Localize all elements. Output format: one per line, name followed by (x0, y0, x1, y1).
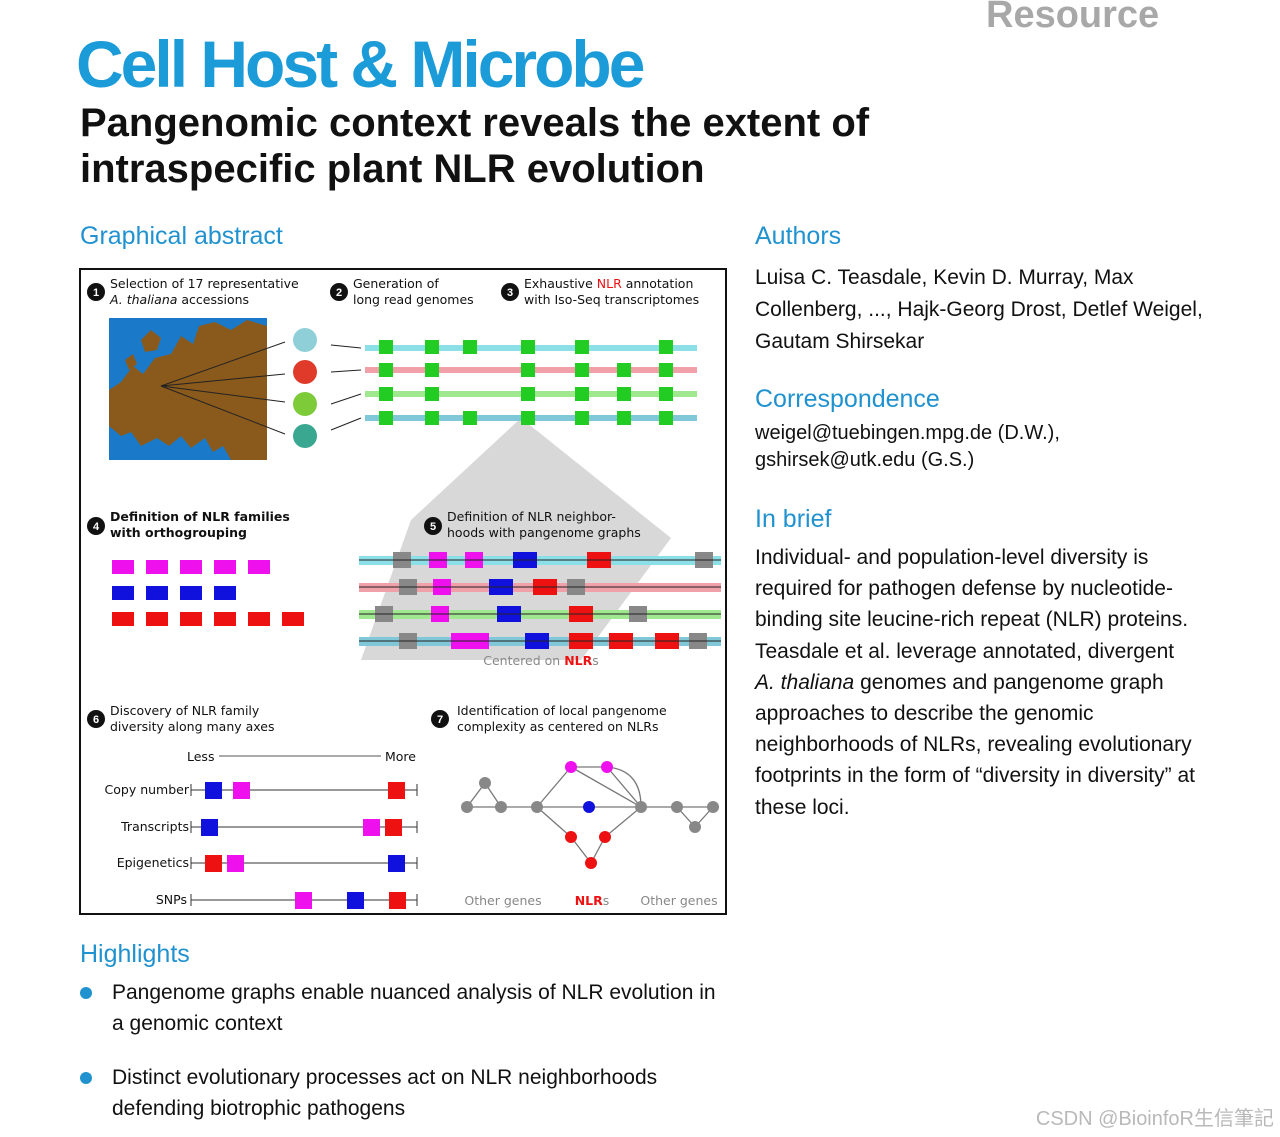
authors-heading: Authors (755, 222, 842, 250)
correspondence-emails: weigel@tuebingen.mpg.de (D.W.), gshirsek… (755, 420, 1215, 474)
step-number-circle (330, 283, 348, 301)
plant-icon-4 (293, 424, 317, 448)
axis-transcripts: Transcripts (120, 819, 189, 834)
highlights-heading: Highlights (80, 940, 190, 968)
zoom-funnel (361, 418, 671, 660)
article-type-label: Resource (986, 0, 1160, 36)
svg-text:Identification of local pangen: Identification of local pangenome (457, 703, 667, 718)
svg-text:Generation of: Generation of (353, 276, 439, 291)
svg-text:with orthogrouping: with orthogrouping (110, 525, 247, 540)
svg-text:diversity along many axes: diversity along many axes (110, 719, 275, 734)
axis-epigenetics: Epigenetics (117, 855, 189, 870)
svg-text:A. thaliana accessions: A. thaliana accessions (109, 292, 249, 307)
correspondence-email-2[interactable]: gshirsek@utk.edu (G.S.) (755, 449, 975, 471)
svg-text:long read genomes: long read genomes (353, 292, 474, 307)
step-7-label: 7 Identification of local pangenome comp… (431, 703, 667, 734)
plant-icon-1 (293, 328, 317, 352)
journal-name: Cell Host & Microbe (76, 27, 645, 101)
plant-icon-3 (293, 392, 317, 416)
europe-map (109, 318, 286, 460)
svg-text:3: 3 (507, 287, 513, 299)
diversity-axes: Less More Copy number Transcripts Epigen… (105, 749, 418, 909)
graph-label-other-genes-left: Other genes (464, 893, 541, 908)
step-4-label: 4 Definition of NLR families with orthog… (87, 509, 290, 540)
graph-label-other-genes-right: Other genes (640, 893, 717, 908)
correspondence-heading: Correspondence (755, 385, 940, 413)
correspondence-email-1[interactable]: weigel@tuebingen.mpg.de (D.W.), (755, 422, 1060, 444)
in-brief-text: Individual- and population-level diversi… (755, 546, 1195, 819)
plant-icon-2 (293, 360, 317, 384)
svg-text:1: 1 (93, 287, 99, 299)
svg-text:4: 4 (93, 521, 100, 533)
centered-on-nlrs-label: Centered on NLRs (483, 653, 599, 668)
pangenome-graph: Other genes NLRs Other genes (461, 761, 719, 908)
svg-text:Exhaustive NLR annotation: Exhaustive NLR annotation (524, 276, 693, 291)
in-brief-heading: In brief (755, 505, 832, 533)
step-number-circle (87, 710, 105, 728)
step-number-circle (87, 283, 105, 301)
graphical-abstract-svg: 1 Selection of 17 representative A. thal… (87, 276, 721, 909)
svg-text:Definition of NLR neighbor-: Definition of NLR neighbor- (447, 509, 616, 524)
highlight-item: Distinct evolutionary processes act on N… (80, 1062, 730, 1124)
bullet-icon (80, 1072, 92, 1084)
svg-text:Selection of 17 representative: Selection of 17 representative (110, 276, 299, 291)
axis-snps: SNPs (156, 892, 187, 907)
svg-text:6: 6 (93, 714, 99, 726)
graphical-abstract-heading: Graphical abstract (80, 222, 283, 250)
article-title: Pangenomic context reveals the extent of… (80, 101, 870, 191)
watermark: CSDN @BioinfoR生信筆記 (1035, 1108, 1274, 1130)
svg-text:Definition of NLR families: Definition of NLR families (110, 509, 290, 524)
step-number-circle (87, 517, 105, 535)
svg-text:5: 5 (430, 521, 436, 533)
axis-less-label: Less (187, 749, 214, 764)
axis-copy-number: Copy number (105, 782, 190, 797)
step-number-circle (424, 517, 442, 535)
step-number-circle (431, 710, 449, 728)
step-2-label: 2 Generation of long read genomes (330, 276, 474, 307)
svg-text:7: 7 (437, 714, 443, 726)
bullet-icon (80, 987, 92, 999)
genome-tracks (330, 340, 697, 431)
svg-text:hoods with pangenome graphs: hoods with pangenome graphs (447, 525, 641, 540)
svg-text:2: 2 (336, 287, 342, 299)
step-3-label: 3 Exhaustive NLR annotation with Iso-Seq… (501, 276, 699, 307)
highlight-item: Pangenome graphs enable nuanced analysis… (80, 977, 730, 1039)
nlr-neighborhood-tracks (359, 552, 721, 649)
svg-text:Discovery of NLR family: Discovery of NLR family (110, 703, 260, 718)
svg-text:with Iso-Seq transcriptomes: with Iso-Seq transcriptomes (524, 292, 699, 307)
graph-label-nlrs: NLRs (575, 893, 610, 908)
orthogroup-families (112, 560, 304, 626)
authors-list: Luisa C. Teasdale, Kevin D. Murray, Max … (755, 266, 1203, 353)
step-5-label: 5 Definition of NLR neighbor- hoods with… (424, 509, 641, 540)
step-number-circle (501, 283, 519, 301)
axis-more-label: More (385, 749, 416, 764)
step-6-label: 6 Discovery of NLR family diversity alon… (87, 703, 275, 734)
graphical-abstract-figure: 1 Selection of 17 representative A. thal… (79, 268, 727, 915)
plant-icons (293, 328, 317, 448)
svg-text:complexity as centered on NLRs: complexity as centered on NLRs (457, 719, 658, 734)
step-1-label: 1 Selection of 17 representative A. thal… (87, 276, 299, 307)
